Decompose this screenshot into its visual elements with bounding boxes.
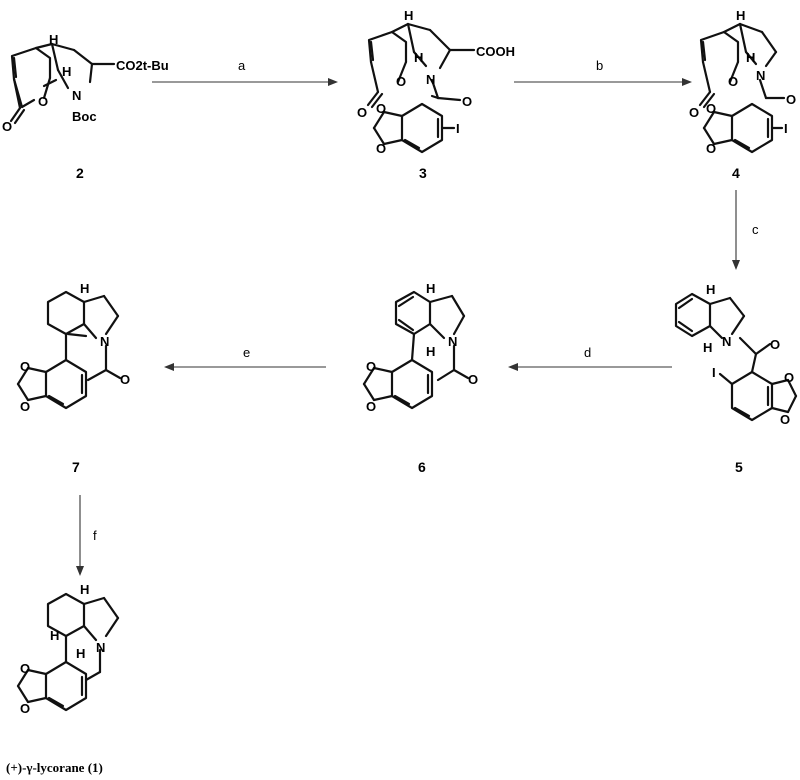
atom-O-dioxole-bottom-c5: O [780, 412, 790, 427]
atom-O-ring-c3: O [396, 74, 406, 89]
atom-N-c7: N [100, 334, 109, 349]
structure-compound-1 [16, 592, 120, 712]
atom-H2-c2: H [62, 64, 71, 79]
step-label-d: d [584, 345, 591, 360]
atom-O-dioxole-top-c3: O [376, 101, 386, 116]
atom-O-carbonyl-c3: O [357, 105, 367, 120]
atom-O-carbonyl-c2: O [2, 119, 12, 134]
atom-I-c4: I [784, 121, 788, 136]
atom-O-dioxole-top-c6: O [366, 359, 376, 374]
arrow-step-b [514, 78, 692, 86]
structure-compound-2 [9, 42, 116, 125]
compound-label-6: 6 [418, 459, 426, 475]
atom-O-carbonyl-c4: O [689, 105, 699, 120]
structure-compound-7 [16, 290, 122, 410]
compound-label-7: 7 [72, 459, 80, 475]
compound-label-1: (+)-γ-lycorane (1) [6, 760, 103, 775]
atom-N-c1: N [96, 640, 105, 655]
atom-H2-c1: H [50, 628, 59, 643]
atom-H3-c1: H [76, 646, 85, 661]
protecting-group-c2: Boc [72, 109, 97, 124]
atom-H2-c4: H [746, 50, 755, 65]
atom-H-c5: H [706, 282, 715, 297]
arrow-step-d [508, 363, 672, 371]
structure-compound-4 [698, 22, 786, 154]
atom-H2-c5: H [703, 340, 712, 355]
atom-O-amide-c4: O [786, 92, 796, 107]
atom-O-dioxole-bottom-c1: O [20, 701, 30, 716]
atom-O-amide-c7: O [120, 372, 130, 387]
step-label-f: f [93, 528, 97, 543]
arrow-step-e [164, 363, 326, 371]
atom-O-amide-c5: O [770, 337, 780, 352]
atom-O-dioxole-bottom-c4: O [706, 141, 716, 156]
atom-H2-c6: H [426, 344, 435, 359]
structure-compound-3 [366, 22, 476, 154]
atom-O-amide-c6: O [468, 372, 478, 387]
compound-label-4: 4 [732, 165, 740, 181]
arrow-step-f [76, 495, 84, 576]
step-label-e: e [243, 345, 250, 360]
step-label-b: b [596, 58, 603, 73]
atom-H-c2: H [49, 32, 58, 47]
atom-N-c2: N [72, 88, 81, 103]
compound-label-2: 2 [76, 165, 84, 181]
compound-label-3: 3 [419, 165, 427, 181]
atom-N-c6: N [448, 334, 457, 349]
structure-compound-6 [362, 290, 470, 410]
atom-O-dioxole-top-c5: O [784, 370, 794, 385]
atom-O-dioxole-bottom-c3: O [376, 141, 386, 156]
compound-label-5: 5 [735, 459, 743, 475]
atom-H-c3: H [404, 8, 413, 23]
atom-H-c1: H [80, 582, 89, 597]
atom-O-ring-c4: O [728, 74, 738, 89]
arrow-step-c [732, 190, 740, 270]
atom-H-c7: H [80, 281, 89, 296]
atom-H-c6: H [426, 281, 435, 296]
atom-I-c5: I [712, 365, 716, 380]
acid-group-c3: COOH [476, 44, 515, 59]
structure-compound-5 [674, 292, 798, 422]
atom-O-dioxole-bottom-c6: O [366, 399, 376, 414]
step-label-c: c [752, 222, 759, 237]
atom-I-c3: I [456, 121, 460, 136]
atom-N-c5: N [722, 334, 731, 349]
atom-O-dioxole-top-c1: O [20, 661, 30, 676]
atom-N-c4: N [756, 68, 765, 83]
atom-N-c3: N [426, 72, 435, 87]
ester-group-c2: CO2t-Bu [116, 58, 169, 73]
atom-O-ring-c2: O [38, 94, 48, 109]
atom-O-dioxole-top-c4: O [706, 101, 716, 116]
arrow-step-a [152, 78, 338, 86]
atom-O-amide-c3: O [462, 94, 472, 109]
atom-O-dioxole-bottom-c7: O [20, 399, 30, 414]
step-label-a: a [238, 58, 246, 73]
atom-O-dioxole-top-c7: O [20, 359, 30, 374]
atom-H-c4: H [736, 8, 745, 23]
atom-H2-c3: H [414, 50, 423, 65]
